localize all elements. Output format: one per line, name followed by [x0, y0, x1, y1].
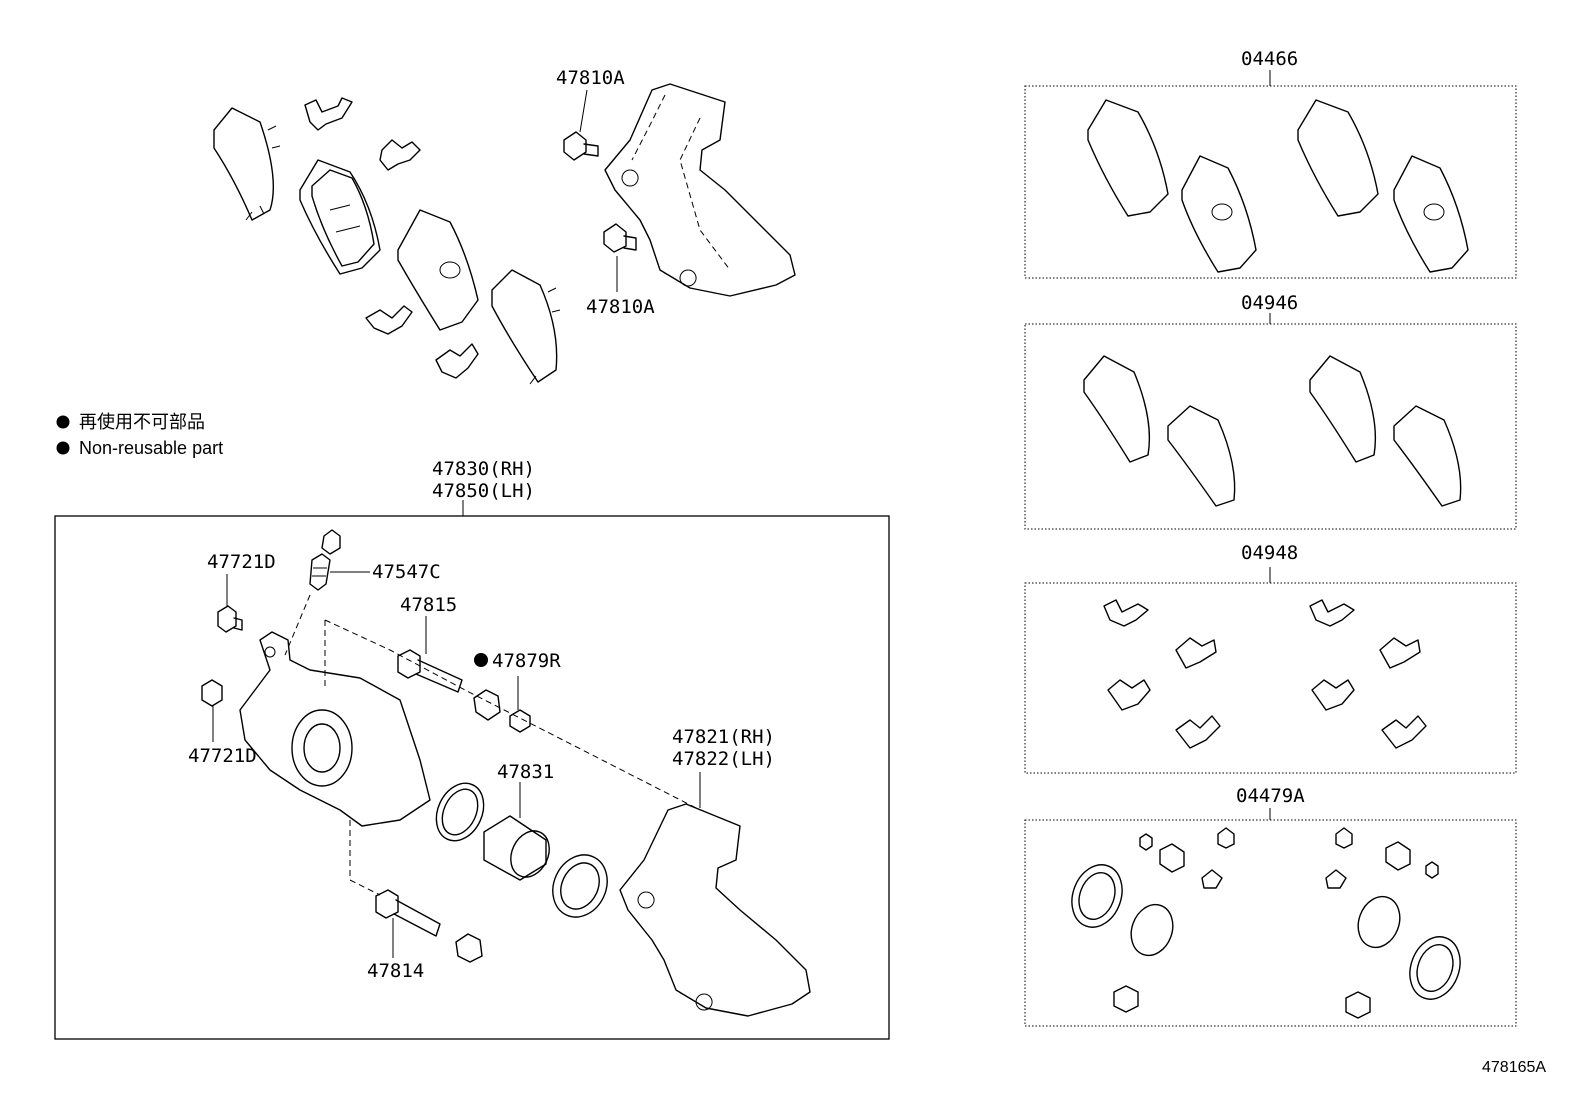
label-47814: 47814: [367, 960, 424, 982]
piston-47831: [483, 815, 550, 881]
non-reusable-bullet-icon: [56, 415, 70, 429]
label-assembly-lh: 47850(LH): [432, 480, 535, 502]
dashed-guidelines: [284, 594, 701, 896]
caliper-assembly-frame: [54, 515, 890, 1040]
anti-squeal-clip-2: [379, 139, 421, 171]
bleeder-screw: [309, 553, 331, 591]
caliper-cylinder: [239, 631, 431, 827]
brake-pad-top-left-1: [299, 159, 381, 275]
bushing: [509, 709, 531, 733]
legend-jp: 再使用不可部品: [79, 412, 205, 432]
label-47721D-bottom: 47721D: [188, 745, 257, 767]
outer-shim-top-left-2: [491, 269, 561, 385]
figure-id: 478165A: [1482, 1059, 1546, 1076]
label-47810A-bottom: 47810A: [586, 296, 655, 318]
kit-04479A-seals: [1071, 827, 1461, 1019]
label-kit-04466: 04466: [1241, 48, 1298, 70]
label-47810A-top: 47810A: [556, 67, 625, 89]
piston-seal: [435, 782, 485, 842]
kit-04466-frame: [1024, 85, 1517, 279]
label-47879R: 47879R: [492, 650, 561, 672]
bolt-47810A-top: [563, 131, 599, 161]
label-47547C: 47547C: [372, 561, 441, 583]
non-reusable-bullet-icon: [474, 653, 488, 667]
guide-pin-47814: [375, 889, 441, 937]
kit-04946-shims: [1083, 355, 1462, 507]
bolt-47810A-bottom: [603, 223, 637, 253]
label-assembly-rh: 47830(RH): [432, 458, 535, 480]
label-47821: 47821(RH): [672, 726, 775, 748]
kit-04946-frame: [1024, 323, 1517, 530]
bleeder-plug: [321, 529, 341, 555]
legend-en: Non-reusable part: [79, 438, 223, 458]
brake-pad-top-left-2: [397, 209, 479, 331]
outer-shim-top-left: [213, 107, 281, 221]
guide-pin-47815: [397, 649, 463, 693]
label-47815: 47815: [400, 594, 457, 616]
label-kit-04479A: 04479A: [1236, 785, 1305, 807]
label-47822: 47822(LH): [672, 748, 775, 770]
kit-04948-frame: [1024, 582, 1517, 774]
kit-04948-clips: [1103, 599, 1427, 749]
label-47831: 47831: [497, 761, 554, 783]
boot-47879R: [473, 689, 501, 721]
label-kit-04946: 04946: [1241, 292, 1298, 314]
anti-squeal-clip-1: [304, 97, 353, 131]
guide-pin-boot: [455, 933, 483, 963]
anti-squeal-clip-4: [435, 343, 479, 379]
legend: 再使用不可部品 Non-reusable part: [56, 412, 223, 458]
caliper-mounting-bracket-top: [604, 83, 796, 297]
cylinder-boot: [552, 854, 608, 918]
label-kit-04948: 04948: [1241, 542, 1298, 564]
anti-squeal-clip-3: [365, 305, 413, 335]
bolt-47721D-bottom: [201, 679, 223, 707]
mounting-bracket-47821: [619, 803, 811, 1017]
kit-04466-pads: [1087, 99, 1469, 273]
kit-04479A-frame: [1024, 819, 1517, 1027]
label-47721D-top: 47721D: [207, 551, 276, 573]
non-reusable-bullet-icon: [56, 441, 70, 455]
bolt-47721D-top: [217, 605, 243, 633]
